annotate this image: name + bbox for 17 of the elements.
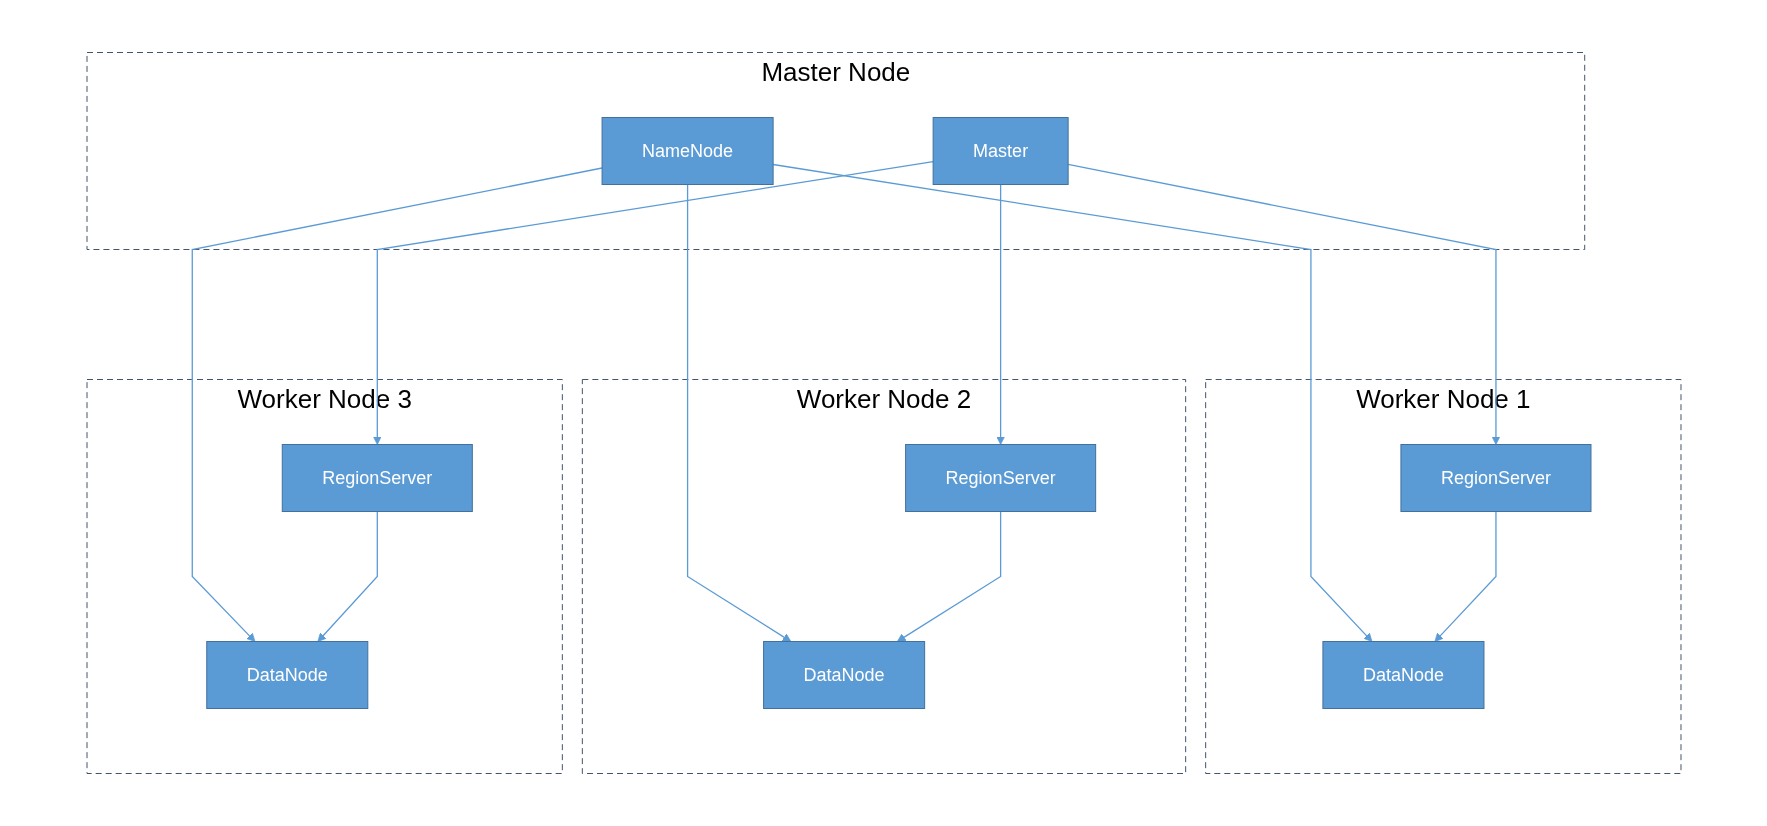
node-box: RegionServer bbox=[1399, 444, 1591, 512]
arrow bbox=[372, 161, 934, 445]
arrow bbox=[686, 183, 791, 642]
node-box: DataNode bbox=[205, 641, 368, 709]
arrow bbox=[317, 510, 378, 642]
node-box: NameNode bbox=[601, 117, 774, 185]
node-box: RegionServer bbox=[281, 444, 473, 512]
node-box: DataNode bbox=[1321, 641, 1484, 709]
arrow bbox=[1434, 510, 1497, 642]
arrow bbox=[191, 167, 603, 642]
arrow bbox=[896, 510, 1001, 642]
node-box: DataNode bbox=[762, 641, 925, 709]
arrow bbox=[771, 163, 1372, 642]
node-box: Master bbox=[932, 117, 1069, 185]
arrow bbox=[995, 183, 1005, 445]
node-box: RegionServer bbox=[904, 444, 1096, 512]
arrow bbox=[1067, 163, 1500, 445]
